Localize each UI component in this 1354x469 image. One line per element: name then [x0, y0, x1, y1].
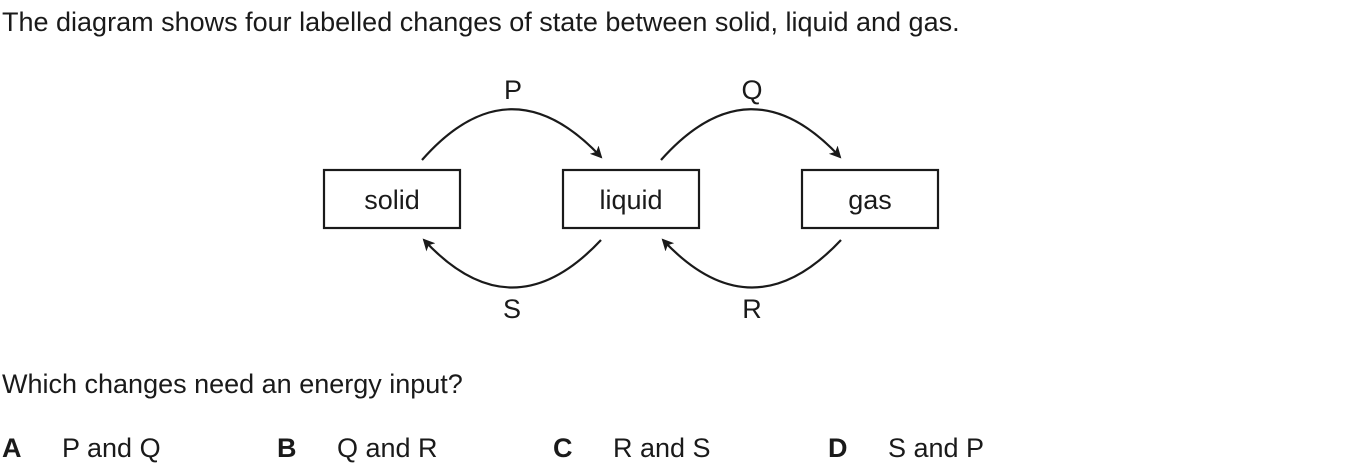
option-d[interactable]: D S and P — [828, 430, 984, 466]
option-letter: A — [2, 433, 22, 463]
change-label-p: P — [504, 75, 522, 105]
option-text: Q and R — [337, 433, 438, 463]
option-letter: C — [553, 433, 573, 463]
question-text: Which changes need an energy input? — [2, 369, 463, 399]
option-letter: D — [828, 433, 848, 463]
intro-text: The diagram shows four labelled changes … — [2, 7, 960, 37]
state-label-gas: gas — [848, 185, 892, 215]
state-box-solid: solid — [322, 168, 462, 230]
option-c[interactable]: C R and S — [553, 430, 711, 466]
state-box-gas: gas — [800, 168, 940, 230]
arrow-s — [422, 238, 602, 289]
option-b[interactable]: B Q and R — [277, 430, 438, 466]
arrow-q — [660, 108, 842, 161]
state-label-solid: solid — [364, 185, 420, 215]
change-label-r: R — [742, 294, 762, 324]
option-text: S and P — [888, 433, 985, 463]
answer-options: A P and Q B Q and R C R and S D S and P — [0, 430, 1354, 466]
option-a[interactable]: A P and Q — [2, 430, 161, 466]
arrow-r — [661, 238, 842, 289]
change-label-s: S — [503, 294, 521, 324]
state-label-liquid: liquid — [599, 185, 662, 215]
option-text: R and S — [613, 433, 711, 463]
arrow-p — [421, 108, 603, 161]
change-label-q: Q — [741, 75, 762, 105]
state-box-liquid: liquid — [561, 168, 701, 230]
option-text: P and Q — [62, 433, 161, 463]
option-letter: B — [277, 433, 297, 463]
